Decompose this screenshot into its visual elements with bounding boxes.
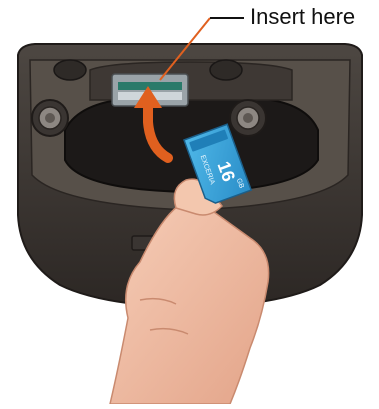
slot-contacts <box>118 82 182 90</box>
screw-left-icon <box>32 100 68 136</box>
knob-right <box>210 60 242 80</box>
screw-right-icon <box>230 100 266 136</box>
callout-label: Insert here <box>250 6 355 28</box>
knob-left <box>54 60 86 80</box>
